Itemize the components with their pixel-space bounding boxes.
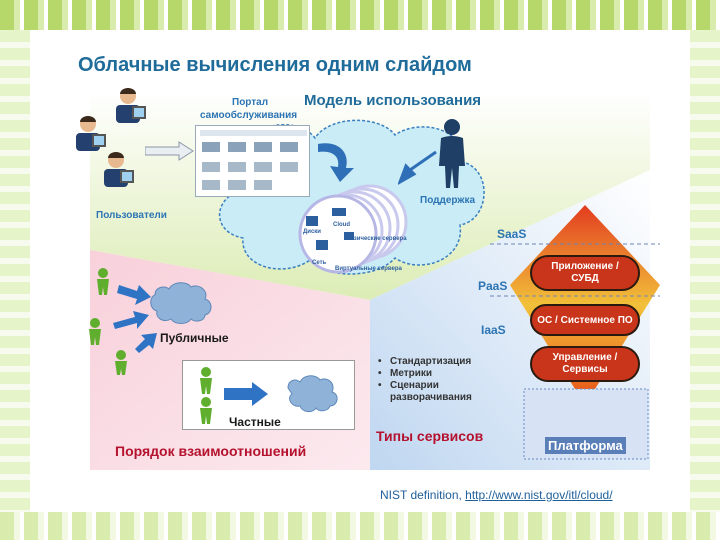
saas-tag: SaaS [497, 227, 527, 241]
arrow-icon [145, 141, 194, 161]
bullet-item: •Метрики [378, 368, 433, 379]
footer-citation: NIST definition, http://www.nist.gov/itl… [380, 488, 613, 502]
stack-item-disks: Диски [303, 229, 321, 235]
private-cloud-icon [287, 375, 338, 413]
footer-link[interactable]: http://www.nist.gov/itl/cloud/ [465, 488, 613, 502]
person-icon [89, 318, 101, 345]
decorative-border-left [0, 30, 30, 512]
service-bullets: •Стандартизация •Метрики •Сценарии разво… [378, 356, 503, 404]
stack-item-physical: Физические сервера [345, 236, 407, 242]
saas-layer-label: Приложение / СУБД [551, 261, 619, 284]
public-cloud-icon [150, 282, 212, 324]
platform-label: Платформа [545, 437, 626, 454]
portal-label-line1: Портал [232, 97, 269, 108]
user-icon [76, 116, 106, 151]
user-icon [104, 152, 134, 187]
paas-layer-label: ОС / Системное ПО [537, 314, 633, 326]
users-icon-group [76, 88, 146, 187]
paas-tag: PaaS [478, 279, 508, 293]
usage-model-title: Модель использования [304, 92, 482, 109]
service-types-title: Типы сервисов [376, 428, 484, 444]
support-arrow-icon [398, 150, 437, 185]
portal-screenshot [195, 125, 310, 197]
public-people-icons [89, 268, 212, 375]
resource-stack [298, 184, 408, 274]
user-icon [116, 88, 146, 123]
slide-title: Облачные вычисления одним слайдом [78, 54, 472, 76]
stack-item-cloud: Cloud [333, 222, 350, 228]
saas-layer-box: Приложение / СУБД [530, 255, 640, 291]
iaas-layer-box: Управление / Сервисы [530, 346, 640, 382]
arrow-icon [224, 382, 268, 406]
iaas-layer-label: Управление / Сервисы [552, 352, 618, 375]
support-person-icon [439, 119, 465, 188]
portal-label-line2: самообслуживания [200, 110, 298, 121]
decorative-border-bottom [0, 512, 720, 540]
person-icon [97, 268, 109, 295]
person-icon [115, 350, 127, 375]
stack-item-network: Сеть [312, 260, 327, 266]
support-label: Поддержка [420, 195, 476, 206]
person-icon [200, 367, 212, 394]
stack-item-virtual: Виртуальные сервера [335, 266, 402, 272]
public-label: Публичные [160, 331, 229, 345]
arrow-icon [117, 285, 151, 305]
iaas-tag: IaaS [481, 323, 506, 337]
decorative-border-top [0, 0, 720, 30]
layer-dividers [490, 243, 660, 297]
bullet-item: •Сценарии разворачивания [378, 380, 472, 403]
decorative-border-right [690, 30, 720, 512]
arrow-icon [135, 333, 157, 353]
relationship-title: Порядок взаимоотношений [115, 443, 307, 459]
paas-layer-box: ОС / Системное ПО [530, 304, 640, 336]
footer-text: NIST definition, [380, 488, 466, 502]
private-label: Частные [229, 415, 281, 429]
arrow-icon [113, 311, 149, 329]
users-label: Пользователи [96, 210, 167, 221]
private-people-icons [200, 367, 338, 424]
person-icon [200, 397, 212, 424]
bullet-item: •Стандартизация [378, 356, 472, 367]
curved-arrow-icon [318, 143, 354, 182]
